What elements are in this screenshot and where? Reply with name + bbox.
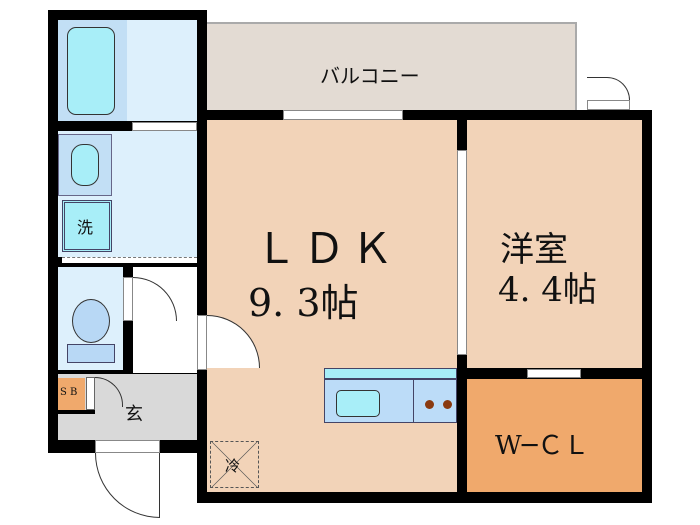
wcl-label: W─ＣＬ bbox=[495, 431, 590, 461]
washroom-curtain bbox=[62, 257, 197, 263]
washer-label: 洗 bbox=[77, 218, 94, 237]
shoe-box-door[interactable] bbox=[86, 377, 95, 410]
ldk-room bbox=[207, 120, 457, 492]
shoe-box-label: S B bbox=[60, 387, 78, 398]
toilet-door[interactable] bbox=[123, 277, 133, 321]
sliding-door[interactable] bbox=[457, 150, 467, 355]
stove-burner bbox=[443, 400, 452, 409]
balcony-window[interactable] bbox=[283, 110, 403, 120]
ldk-size: 9. 3帖 bbox=[248, 281, 359, 325]
bathtub bbox=[67, 27, 115, 115]
wcl-room bbox=[467, 379, 642, 492]
bathroom-door[interactable] bbox=[132, 122, 197, 131]
sink-bowl bbox=[71, 144, 99, 186]
toilet-tank bbox=[67, 344, 115, 363]
shoe-box-wall bbox=[58, 410, 95, 414]
stove-divider bbox=[413, 379, 414, 423]
stove-burner bbox=[425, 400, 434, 409]
shoe-box[interactable] bbox=[58, 378, 85, 410]
washer-space bbox=[62, 200, 112, 252]
balcony-label: バルコニー bbox=[320, 64, 420, 88]
front-door[interactable] bbox=[95, 440, 160, 453]
fridge-space bbox=[210, 441, 259, 488]
front-door-swing bbox=[95, 453, 160, 518]
kitchen-counter-top bbox=[324, 368, 457, 379]
ldk-name: ＬＤＫ bbox=[255, 224, 400, 273]
entrance-label: 玄 bbox=[125, 404, 143, 425]
western-room bbox=[467, 120, 642, 368]
toilet-bowl bbox=[72, 299, 110, 343]
balcony-door[interactable] bbox=[587, 100, 630, 110]
western-name: 洋室 bbox=[500, 230, 568, 270]
balcony bbox=[205, 22, 577, 112]
kitchen-sink bbox=[336, 390, 380, 417]
fridge-label: 冷 bbox=[225, 457, 241, 475]
balcony-door-swing bbox=[587, 77, 630, 100]
western-size: 4. 4帖 bbox=[498, 270, 597, 310]
ldk-door[interactable] bbox=[197, 315, 207, 370]
wcl-door[interactable] bbox=[527, 369, 581, 378]
